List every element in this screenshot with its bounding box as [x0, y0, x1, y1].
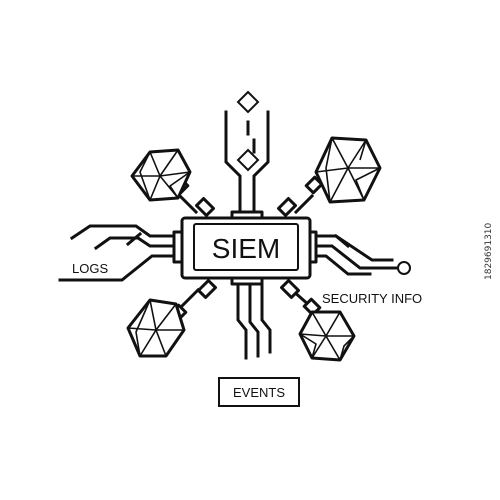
- connector-node: [397, 261, 411, 275]
- security-circuit: [306, 233, 411, 276]
- security-info-label: SECURITY INFO: [322, 291, 422, 306]
- events-circuit: [236, 278, 272, 360]
- polyhedron-bottom-right: [298, 310, 356, 362]
- siem-chip: SIEM: [172, 210, 318, 286]
- connector-plug-tr: [277, 197, 297, 217]
- events-label: EVENTS: [233, 385, 285, 400]
- polyhedron-bottom-left: [126, 298, 186, 358]
- diamond-top: [236, 90, 260, 114]
- top-circuit: [224, 90, 270, 216]
- polyhedron-top-right: [314, 136, 382, 204]
- connector-plug-tr-outer: [304, 175, 324, 195]
- connector-plug-tl: [195, 197, 215, 217]
- diamond-mid: [236, 148, 260, 172]
- events-box: EVENTS: [218, 377, 300, 407]
- polyhedron-top-left: [130, 148, 192, 202]
- connector-plug-br: [280, 279, 300, 299]
- watermark-id: 1829691310: [484, 222, 494, 280]
- logs-circuit: [58, 224, 184, 282]
- connector-plug-bl: [197, 279, 217, 299]
- logs-label: LOGS: [72, 261, 108, 276]
- chip-inner: [193, 223, 299, 271]
- chip-outer: [180, 216, 312, 280]
- center-label: SIEM: [212, 233, 280, 264]
